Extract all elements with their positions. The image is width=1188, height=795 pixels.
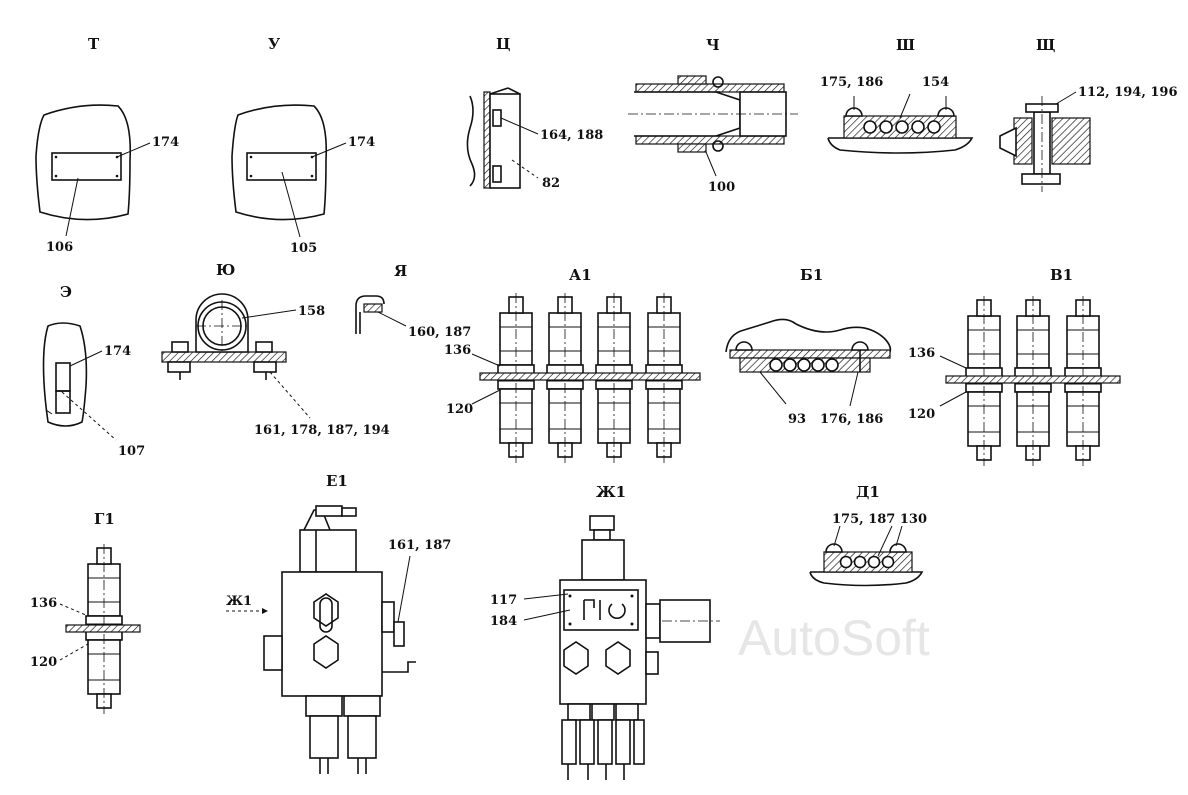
view-a1-title: А1 (569, 266, 592, 284)
view-a1: А1 136 120 (444, 266, 701, 464)
view-ts-callout-164-188: 164, 188 (540, 128, 603, 143)
view-e1-title: Е1 (326, 472, 348, 490)
view-shch: Щ 112, 194, 196 (999, 36, 1178, 192)
view-u-callout-174: 174 (348, 135, 375, 150)
view-ch-callout-100: 100 (708, 180, 735, 195)
view-ya: Я 160, 187 (355, 262, 471, 340)
view-g1: Г1 136 120 (30, 510, 141, 715)
view-e1-callout-zh1-arrow: Ж1 (226, 594, 252, 609)
view-ch: Ч 100 (628, 36, 798, 195)
view-yu-callout-161-178-187-194: 161, 178, 187, 194 (254, 423, 390, 438)
watermark: AutoSoft (738, 610, 930, 666)
view-b1: Б1 93 176, 186 (725, 266, 892, 427)
view-zh1-title: Ж1 (596, 483, 626, 501)
view-u-title: У (268, 35, 280, 53)
view-t-title: Т (88, 35, 100, 53)
view-yu-callout-158: 158 (298, 304, 325, 319)
view-b1-title: Б1 (800, 266, 823, 284)
view-v1-callout-120: 120 (908, 407, 935, 422)
view-t: Т 174 106 (35, 35, 179, 255)
view-b1-callout-176-186: 176, 186 (820, 412, 883, 427)
view-ya-callout-160-187: 160, 187 (408, 325, 471, 340)
view-d1: Д1 175, 187 130 (809, 483, 927, 587)
view-g1-title: Г1 (94, 510, 115, 528)
view-sh-callout-154: 154 (922, 75, 949, 90)
view-zh1: Ж1 117 184 (490, 483, 720, 780)
view-e1-callout-161-187: 161, 187 (388, 538, 451, 553)
view-u: У 174 105 (231, 35, 375, 256)
view-zh1-callout-184: 184 (490, 614, 517, 629)
view-g1-callout-120: 120 (30, 655, 57, 670)
view-a1-callout-136: 136 (444, 343, 471, 358)
view-yu-title: Ю (216, 261, 235, 279)
view-d1-callout-175-187-130: 175, 187 130 (832, 512, 927, 527)
view-ts-callout-82: 82 (542, 176, 560, 191)
view-shch-title: Щ (1036, 36, 1055, 54)
view-g1-callout-136: 136 (30, 596, 57, 611)
view-e-title: Э (60, 283, 72, 301)
view-e-callout-107: 107 (118, 444, 145, 459)
view-v1: В1 136 120 (908, 266, 1121, 467)
view-v1-callout-136: 136 (908, 346, 935, 361)
view-t-callout-174: 174 (152, 135, 179, 150)
view-e1: Е1 161, 187 Ж1 (226, 472, 451, 774)
view-ya-title: Я (394, 262, 407, 280)
view-ts: Ц 164, 188 82 (466, 35, 603, 191)
view-shch-callout-112-194-196: 112, 194, 196 (1078, 85, 1178, 100)
view-d1-title: Д1 (856, 483, 880, 501)
view-sh: Ш 175, 186 154 (820, 36, 974, 154)
view-t-callout-106: 106 (46, 240, 73, 255)
view-ch-title: Ч (706, 36, 720, 54)
view-sh-title: Ш (896, 36, 915, 54)
view-e: Э 174 107 (42, 283, 145, 459)
view-b1-callout-93: 93 (788, 412, 806, 427)
view-zh1-callout-117: 117 (490, 593, 517, 608)
view-sh-callout-175-186: 175, 186 (820, 75, 883, 90)
view-ts-title: Ц (496, 35, 511, 53)
view-u-callout-105: 105 (290, 241, 317, 256)
view-yu: Ю 158 161, 178, 187, 194 (161, 261, 390, 438)
view-a1-callout-120: 120 (446, 402, 473, 417)
view-e-callout-174: 174 (104, 344, 131, 359)
view-v1-title: В1 (1050, 266, 1073, 284)
